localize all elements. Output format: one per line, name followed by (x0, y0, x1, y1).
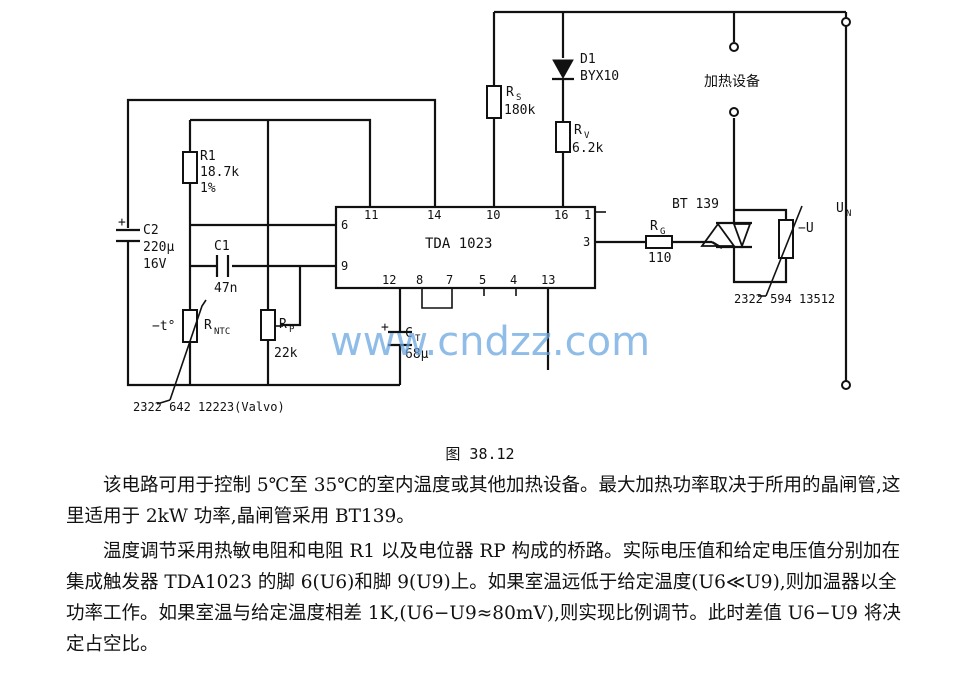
svg-text:BYX10: BYX10 (580, 69, 619, 84)
svg-text:R: R (204, 318, 212, 333)
svg-text:NTC: NTC (214, 327, 230, 337)
svg-text:R: R (650, 219, 658, 234)
svg-text:12: 12 (382, 273, 396, 287)
svg-text:47n: 47n (214, 281, 237, 296)
svg-text:220μ: 220μ (143, 240, 174, 255)
ic-pin-numbers: 11 14 10 16 1 6 9 3 12 8 7 5 4 13 (341, 208, 591, 287)
svg-text:16: 16 (554, 208, 568, 222)
figure-caption: 图 38.12 (445, 445, 515, 463)
svg-text:C2: C2 (143, 223, 159, 238)
svg-text:G: G (660, 227, 665, 237)
wiring (126, 10, 848, 387)
svg-text:−U: −U (798, 221, 814, 236)
svg-text:N: N (846, 209, 851, 219)
diode-d1: D1 BYX10 (552, 52, 619, 84)
svg-text:2322 642 12223(Valvo): 2322 642 12223(Valvo) (133, 400, 285, 414)
svg-text:7: 7 (446, 273, 453, 287)
terminal-heater-bottom (729, 107, 739, 117)
supply-voltage-label: U N (836, 201, 851, 219)
terminal-supply-top (841, 17, 851, 27)
description-text: 该电路可用于控制 5℃至 35℃的室内温度或其他加热设备。最大加热功率取决于所用… (66, 470, 914, 664)
svg-text:16V: 16V (143, 257, 167, 272)
resistor-r1: R1 18.7k 1% (182, 149, 239, 196)
svg-text:180k: 180k (504, 103, 535, 118)
svg-text:4: 4 (510, 273, 517, 287)
svg-text:9: 9 (341, 259, 348, 273)
capacitor-ct: + C T 68μ (381, 320, 429, 362)
svg-text:−t°: −t° (152, 319, 175, 334)
svg-text:3: 3 (583, 235, 590, 249)
terminals (729, 17, 851, 390)
varistor: −U 2322 594 13512 (734, 205, 835, 306)
svg-text:R: R (279, 317, 287, 332)
ic-label: TDA 1023 (425, 236, 492, 252)
terminal-supply-bottom (841, 380, 851, 390)
svg-text:13: 13 (541, 273, 555, 287)
ic-tda1023 (334, 205, 597, 290)
svg-text:22k: 22k (274, 346, 298, 361)
svg-text:P: P (289, 325, 295, 335)
svg-text:6.2k: 6.2k (572, 141, 603, 156)
svg-text:C: C (405, 326, 413, 341)
resistor-rs: R S 180k (486, 85, 535, 119)
svg-text:18.7k: 18.7k (200, 165, 239, 180)
svg-text:S: S (516, 93, 521, 103)
svg-text:U: U (836, 201, 844, 216)
svg-text:R1: R1 (200, 149, 216, 164)
terminal-heater-top (729, 42, 739, 52)
heater-label: 加热设备 (704, 73, 760, 90)
svg-text:10: 10 (486, 208, 500, 222)
svg-text:D1: D1 (580, 52, 596, 67)
triac-bt139: BT 139 (672, 197, 752, 260)
svg-text:V: V (584, 131, 590, 141)
svg-text:+: + (381, 320, 389, 335)
capacitor-c2: + C2 220μ 16V (116, 215, 174, 272)
capacitor-c1: C1 47n (214, 239, 237, 296)
svg-text:8: 8 (416, 273, 423, 287)
svg-text:+: + (118, 215, 126, 230)
svg-text:1%: 1% (200, 181, 216, 196)
svg-text:R: R (506, 85, 514, 100)
svg-text:T: T (415, 334, 421, 344)
svg-text:1: 1 (584, 208, 591, 222)
svg-text:C1: C1 (214, 239, 230, 254)
potentiometer-rp: R P 22k (260, 309, 298, 361)
svg-text:11: 11 (364, 208, 378, 222)
svg-text:68μ: 68μ (405, 347, 429, 362)
svg-text:14: 14 (427, 208, 441, 222)
thermistor-rntc: −t° R NTC 2322 642 12223(Valvo) (133, 299, 285, 414)
svg-text:2322 594 13512: 2322 594 13512 (734, 292, 835, 306)
paragraph-1: 该电路可用于控制 5℃至 35℃的室内温度或其他加热设备。最大加热功率取决于所用… (66, 475, 901, 527)
paragraph-2: 温度调节采用热敏电阻和电阻 R1 以及电位器 RP 构成的桥路。实际电压值和给定… (66, 541, 901, 655)
svg-text:5: 5 (479, 273, 486, 287)
svg-text:6: 6 (341, 218, 348, 232)
circuit-schematic: TDA 1023 11 14 10 16 1 6 9 3 12 8 7 5 4 … (116, 10, 851, 414)
watermark: www.cndzz.com (330, 319, 650, 365)
svg-text:BT 139: BT 139 (672, 197, 719, 212)
svg-text:110: 110 (648, 251, 671, 266)
resistor-rv: R V 6.2k (555, 121, 603, 156)
resistor-rg: R G 110 (645, 219, 673, 266)
svg-text:R: R (574, 123, 582, 138)
